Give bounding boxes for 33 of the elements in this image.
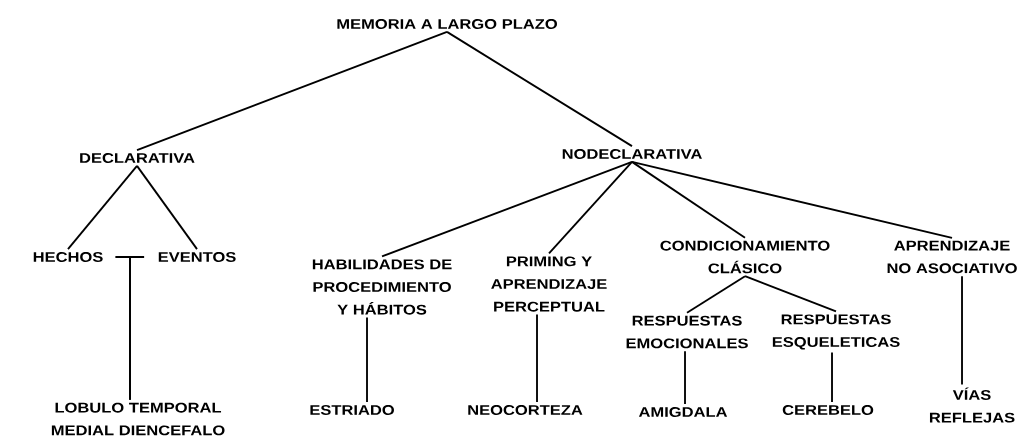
connector-line [536,313,538,404]
connector-line [686,275,746,314]
tree-label: RESPUESTAS ESQUELETICAS [772,314,900,350]
tree-label: MEMORIA A LARGO PLAZO [337,19,557,29]
connector-line [136,30,448,152]
connector-line [366,316,368,404]
connector-line [831,351,833,404]
tree-label: HECHOS [33,252,103,262]
tree-label: AMIGDALA [638,407,728,417]
tree-label: DECLARATIVA [80,153,195,163]
tree-label: HABILIDADES DE PROCEDIMIENTO Y HÁBITOS [312,259,452,315]
tree-label: CONDICIONAMIENTO CLÁSICO [660,240,830,274]
tree-label: CEREBELO [782,405,874,415]
connector-line [684,350,686,406]
tree-label: VÍAS REFLEJAS [930,387,1015,423]
connector-line [631,160,953,239]
tree-label: ESTRIADO [310,405,394,415]
tree-label: RESPUESTAS EMOCIONALES [626,315,748,349]
connector-line [631,160,746,239]
tree-label: LOBULO TEMPORAL MEDIAL DIENCEFALO [51,402,225,436]
tree-label: EVENTOS [158,252,236,262]
connector-line [548,160,633,255]
tree-label: APRENDIZAJE NO ASOCIATIVO [887,240,1017,274]
connector-line [381,160,633,258]
tree-label: NODECLARATIVA [562,149,702,159]
connector-line [744,275,837,313]
tree-label: PRIMING Y APRENDIZAJE PERCEPTUAL [491,256,607,312]
tree-label: NEOCORTEZA [468,405,583,415]
connector-line [961,275,963,386]
connector-line [136,164,198,251]
connector-line [129,256,145,401]
connector-line [446,30,633,148]
connector-line [67,164,138,251]
